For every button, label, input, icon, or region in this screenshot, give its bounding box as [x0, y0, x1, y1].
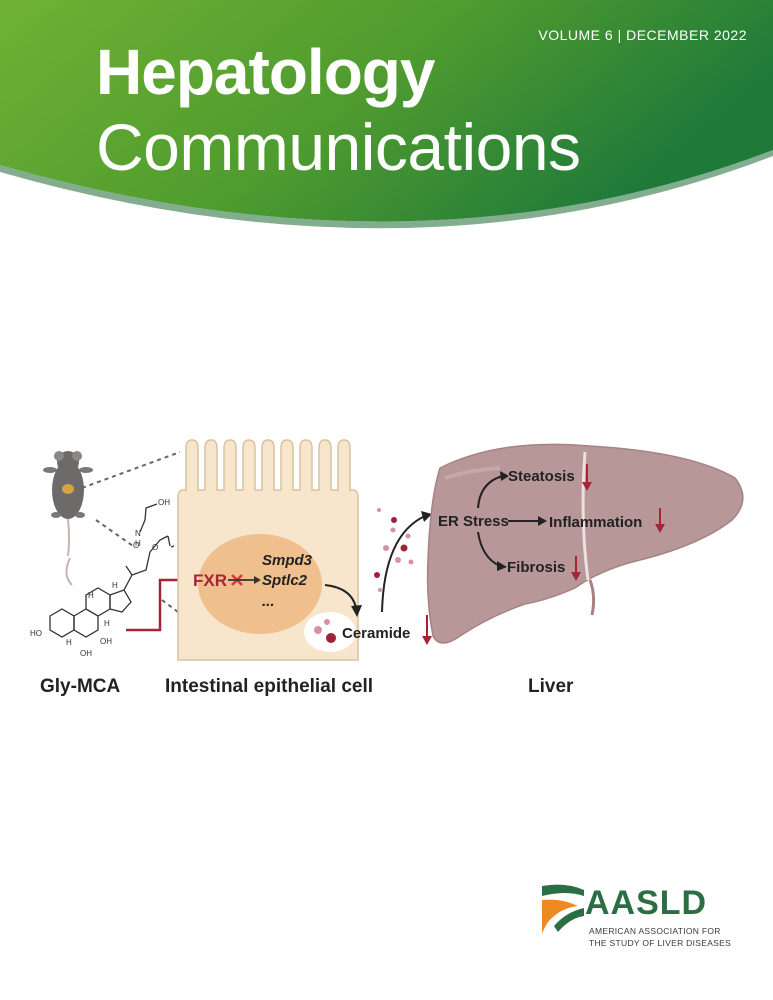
chem-h3: H: [88, 591, 94, 600]
journal-title-line2: Communications: [96, 110, 581, 184]
chem-n: N: [135, 529, 141, 538]
dashed-connector-1: [81, 451, 181, 489]
arrow-to-steatosis: [477, 475, 504, 509]
aasld-logo-mark-icon: [542, 884, 584, 934]
chem-h2: H: [66, 638, 72, 647]
ceramide-arrow: [324, 584, 357, 609]
chem-o1: O: [152, 543, 158, 552]
journal-title-line1: Hepatology: [96, 36, 435, 108]
dashed-connector-3: [161, 599, 179, 613]
fibrosis-label: Fibrosis: [507, 559, 565, 576]
issue-line: VOLUME 6 | DECEMBER 2022: [538, 27, 747, 43]
inflammation-label: Inflammation: [549, 514, 642, 531]
aasld-logo: AASLD AMERICAN ASSOCIATION FOR THE STUDY…: [540, 882, 740, 962]
aasld-subtitle-line1: AMERICAN ASSOCIATION FOR: [589, 926, 721, 936]
graphical-abstract: O N H O OH HO H H OH OH H H FXR: [0, 420, 773, 710]
caption-gly-mca: Gly-MCA: [40, 676, 121, 697]
chem-ho: HO: [30, 629, 42, 638]
circulation-arrow: [381, 515, 426, 613]
chem-oh2: OH: [80, 649, 92, 658]
chem-cooh: OH: [158, 498, 170, 507]
header-background: [0, 0, 773, 229]
ceramide-label: Ceramide: [342, 625, 410, 642]
ceramide-particles: [374, 508, 414, 592]
gene-sptlc2: Sptlc2: [262, 572, 308, 589]
liver-illustration: [426, 443, 744, 644]
mouse-icon: [43, 451, 93, 586]
chem-oh1: OH: [100, 637, 112, 646]
chem-h1: H: [135, 539, 141, 548]
chem-h4: H: [104, 619, 110, 628]
caption-liver: Liver: [528, 676, 574, 697]
inhibition-line: [126, 578, 188, 632]
gene-smpd3: Smpd3: [262, 552, 313, 569]
aasld-wordmark: AASLD: [585, 884, 708, 922]
ceramide-vesicle: [304, 612, 356, 652]
epithelial-cell: [177, 439, 359, 661]
gene-ellipsis: ...: [262, 593, 275, 610]
chem-h5: H: [112, 581, 118, 590]
er-stress-label: ER Stress: [438, 513, 509, 530]
caption-intestinal-cell: Intestinal epithelial cell: [165, 676, 374, 697]
chem-o2: O: [133, 541, 139, 550]
gly-mca-structure-icon: [49, 535, 175, 638]
graphical-abstract-svg: O N H O OH HO H H OH OH H H FXR: [30, 439, 744, 661]
dashed-connector-2: [95, 519, 134, 547]
cover-header: VOLUME 6 | DECEMBER 2022 Hepatology Comm…: [0, 0, 773, 260]
aasld-subtitle-line2: THE STUDY OF LIVER DISEASES: [589, 938, 732, 948]
steatosis-label: Steatosis: [508, 468, 575, 485]
gene-fxr: FXR: [193, 571, 227, 590]
